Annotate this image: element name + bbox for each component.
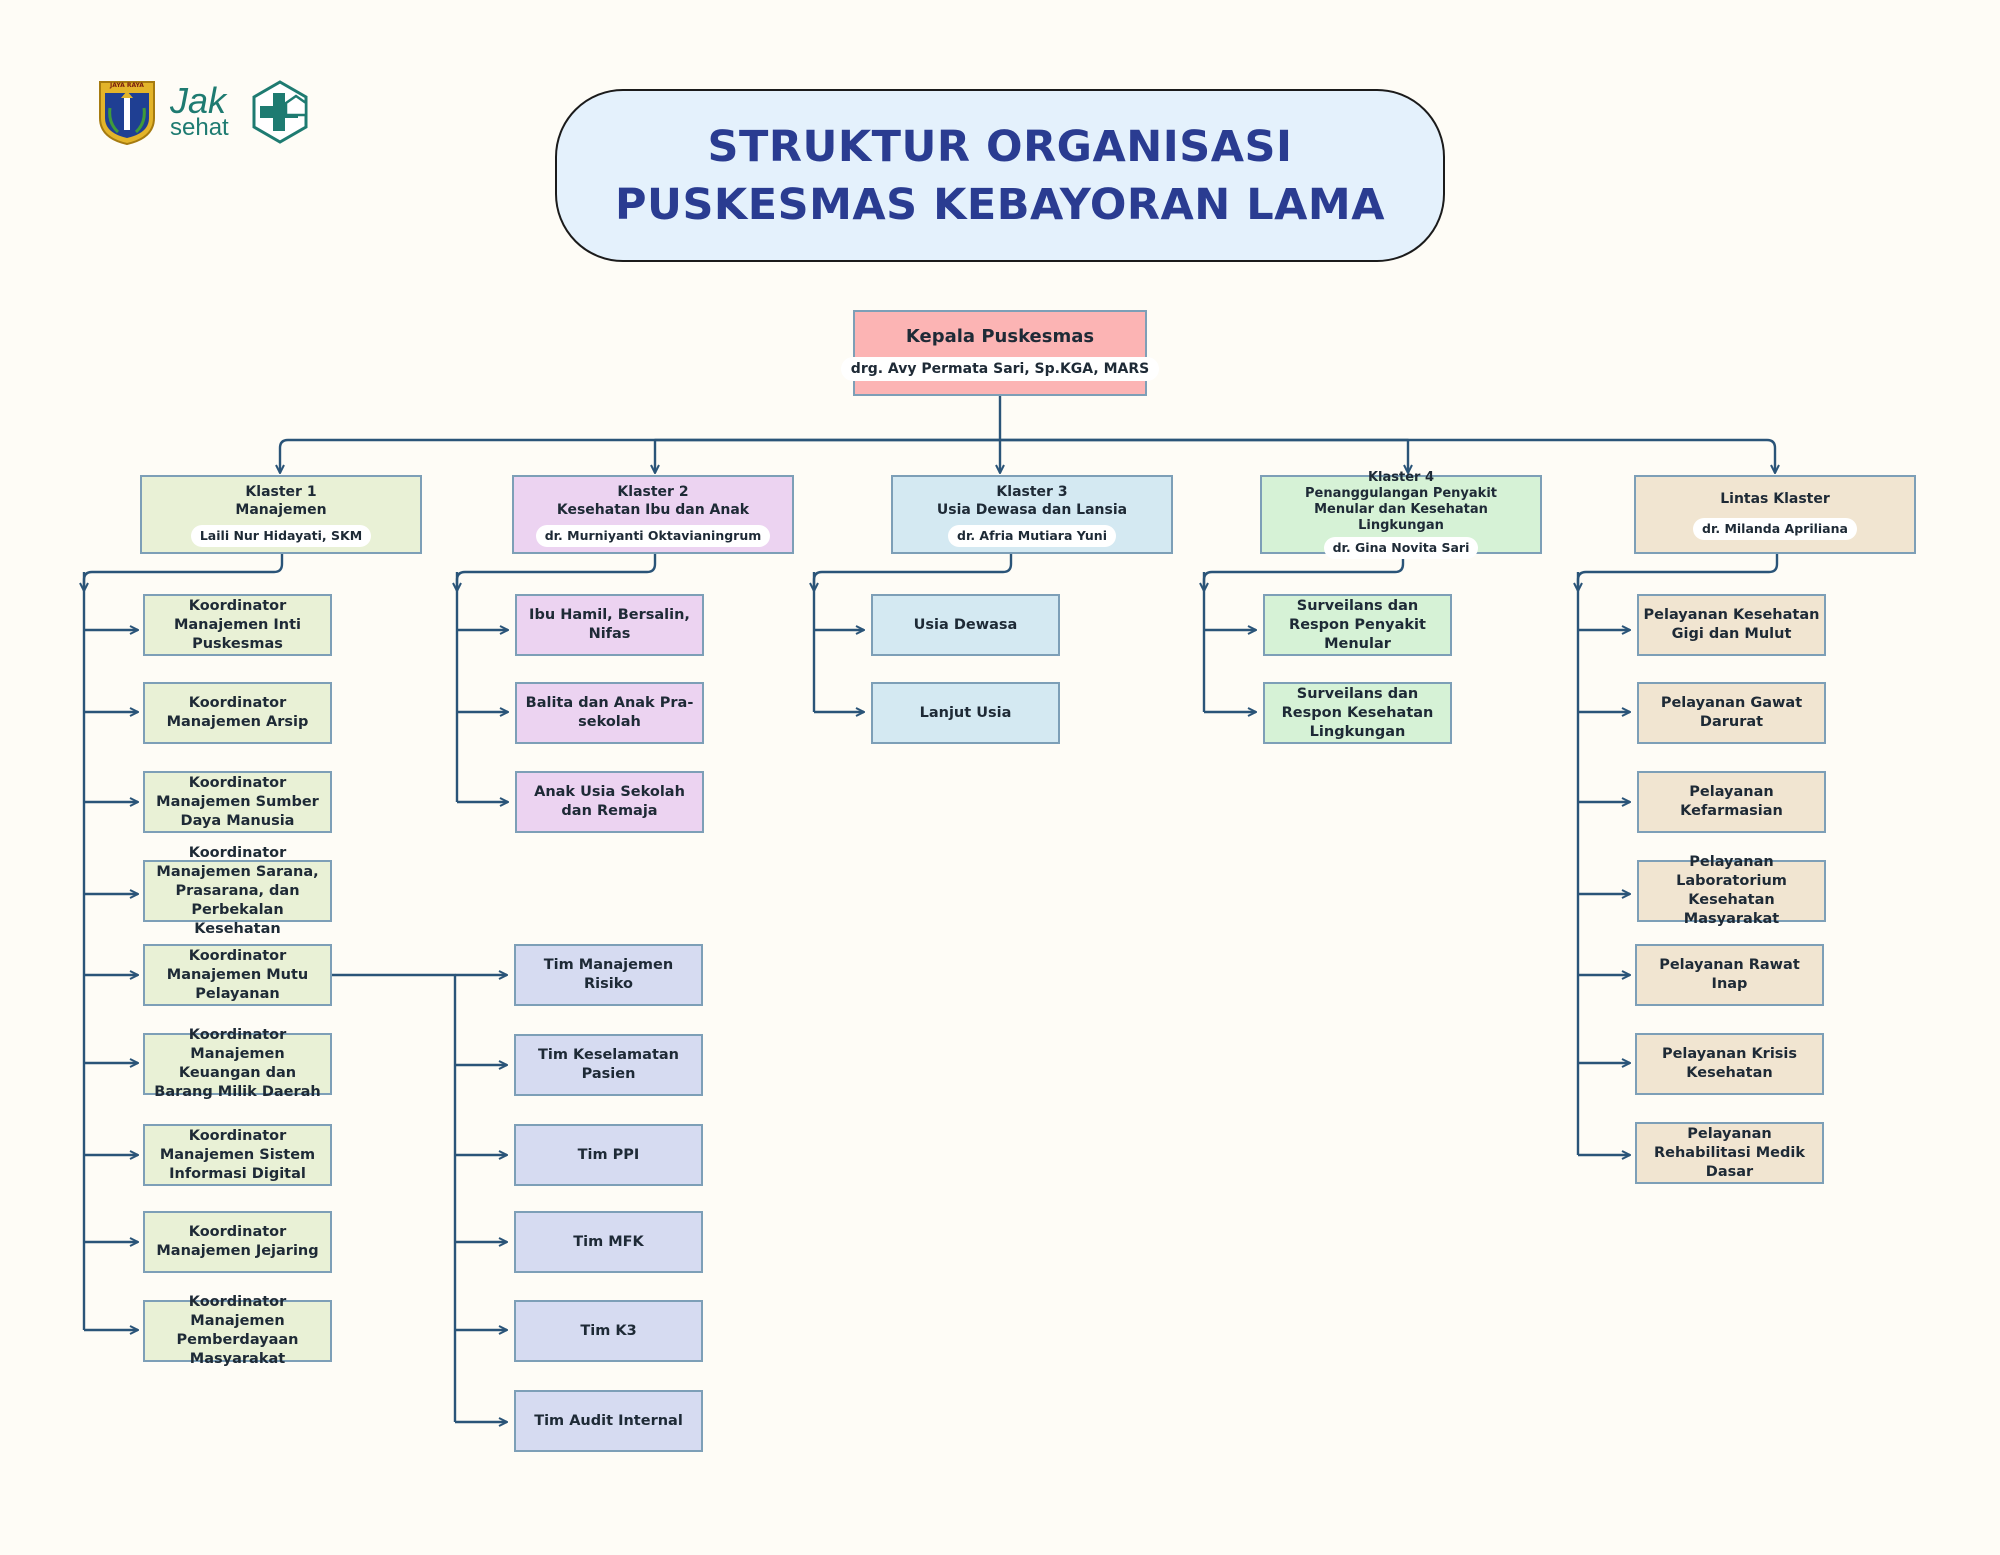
title-banner: STRUKTUR ORGANISASI PUSKESMAS KEBAYORAN …	[555, 89, 1445, 262]
mutu-team-item: Tim MFK	[514, 1211, 703, 1273]
klaster-2-line2: Kesehatan Ibu dan Anak	[556, 501, 750, 518]
lintas-klaster-item: Pelayanan Gawat Darurat	[1637, 682, 1826, 744]
mutu-team-item: Tim PPI	[514, 1124, 703, 1186]
klaster-2-box: Klaster 2 Kesehatan Ibu dan Anak dr. Mur…	[512, 475, 794, 554]
lintas-klaster-title: Lintas Klaster	[1720, 490, 1830, 507]
klaster-1-item: Koordinator Manajemen Inti Puskesmas	[143, 594, 332, 656]
sehat-wordmark: sehat	[170, 114, 229, 141]
klaster-1-item: Koordinator Manajemen Sistem Informasi D…	[143, 1124, 332, 1186]
klaster-2-item: Anak Usia Sekolah dan Remaja	[515, 771, 704, 833]
title-line-1: STRUKTUR ORGANISASI	[707, 121, 1293, 172]
jak-wordmark: Jak	[170, 80, 227, 121]
klaster-4-line1: Klaster 4	[1367, 470, 1435, 485]
klaster-1-box: Klaster 1 Manajemen Laili Nur Hidayati, …	[140, 475, 422, 554]
klaster-1-item: Koordinator Manajemen Sarana, Prasarana,…	[143, 845, 332, 937]
klaster-4-box: Klaster 4 Penanggulangan Penyakit Menula…	[1260, 470, 1542, 559]
lintas-klaster-item: Pelayanan Kesehatan Gigi dan Mulut	[1637, 594, 1826, 656]
klaster-2-lead: dr. Murniyanti Oktavianingrum	[535, 524, 771, 547]
klaster-1-lead: Laili Nur Hidayati, SKM	[190, 524, 372, 547]
lintas-klaster-item: Pelayanan Rehabilitasi Medik Dasar	[1635, 1122, 1824, 1184]
kepala-puskesmas-box: Kepala Puskesmas drg. Avy Permata Sari, …	[840, 310, 1160, 396]
klaster-3-line1: Klaster 3	[996, 483, 1068, 500]
klaster-4-item: Surveilans dan Respon Penyakit Menular	[1263, 594, 1452, 656]
klaster-4-lead: dr. Gina Novita Sari	[1323, 537, 1479, 559]
klaster-1-item: Koordinator Manajemen Jejaring	[143, 1211, 332, 1273]
klaster-4-line2: Penanggulangan Penyakit Menular dan Kese…	[1305, 486, 1497, 533]
kepala-title: Kepala Puskesmas	[905, 326, 1095, 347]
jaksehat-logo: Jak sehat	[170, 80, 242, 141]
health-cross-logo	[250, 79, 310, 145]
mutu-team-item: Tim Keselamatan Pasien	[514, 1034, 703, 1096]
klaster-1-item: Koordinator Manajemen Pemberdayaan Masya…	[143, 1294, 332, 1367]
mutu-team-item: Tim K3	[514, 1300, 703, 1362]
klaster-3-line2: Usia Dewasa dan Lansia	[936, 501, 1128, 518]
klaster-4-item: Surveilans dan Respon Kesehatan Lingkung…	[1263, 682, 1452, 744]
klaster-2-item: Balita dan Anak Pra-sekolah	[515, 682, 704, 744]
klaster-1-line1: Klaster 1	[245, 483, 317, 500]
klaster-3-lead: dr. Afria Mutiara Yuni	[948, 524, 1116, 547]
klaster-1-item: Koordinator Manajemen Mutu Pelayanan	[143, 944, 332, 1006]
lintas-klaster-item: Pelayanan Krisis Kesehatan	[1635, 1033, 1824, 1095]
kepala-name: drg. Avy Permata Sari, Sp.KGA, MARS	[840, 357, 1160, 381]
lintas-klaster-lead: dr. Milanda Apriliana	[1693, 517, 1857, 540]
klaster-2-item: Ibu Hamil, Bersalin, Nifas	[515, 594, 704, 656]
jakarta-emblem-logo: JAYA RAYA	[96, 78, 158, 146]
lintas-klaster-item: Pelayanan Rawat Inap	[1635, 944, 1824, 1006]
klaster-1-item: Koordinator Manajemen Sumber Daya Manusi…	[143, 771, 332, 833]
mutu-team-item: Tim Manajemen Risiko	[514, 944, 703, 1006]
lintas-klaster-item: Pelayanan Kefarmasian	[1637, 771, 1826, 833]
mutu-team-item: Tim Audit Internal	[514, 1390, 703, 1452]
title-line-2: PUSKESMAS KEBAYORAN LAMA	[615, 179, 1385, 230]
klaster-3-item: Lanjut Usia	[871, 682, 1060, 744]
klaster-2-line1: Klaster 2	[617, 483, 689, 500]
lintas-klaster-item: Pelayanan Laboratorium Kesehatan Masyara…	[1637, 854, 1826, 927]
klaster-1-item: Koordinator Manajemen Keuangan dan Baran…	[143, 1027, 332, 1100]
lintas-klaster-box: Lintas Klaster dr. Milanda Apriliana	[1634, 475, 1916, 554]
klaster-3-item: Usia Dewasa	[871, 594, 1060, 656]
klaster-1-line2: Manajemen	[235, 501, 327, 518]
klaster-1-item: Koordinator Manajemen Arsip	[143, 682, 332, 744]
klaster-3-box: Klaster 3 Usia Dewasa dan Lansia dr. Afr…	[891, 475, 1173, 554]
